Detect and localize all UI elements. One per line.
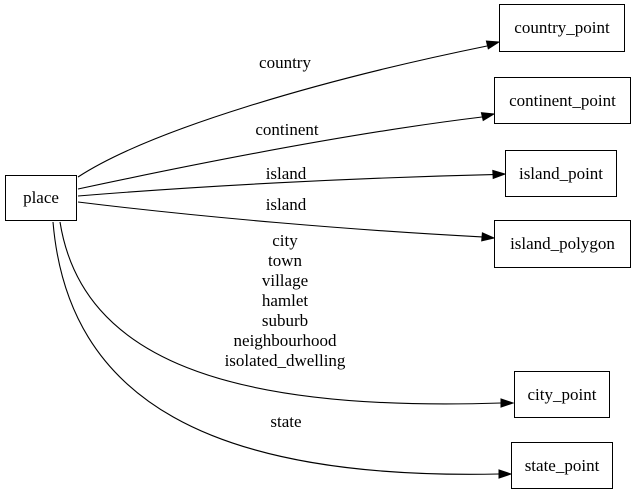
arrowhead-icon xyxy=(481,232,496,242)
node-state-point: state_point xyxy=(511,442,613,489)
node-country-point-label: country_point xyxy=(514,18,610,37)
node-country-point: country_point xyxy=(499,4,625,52)
arrowhead-icon xyxy=(485,40,501,50)
arrowhead-icon xyxy=(498,469,513,479)
edge-place-state_point xyxy=(52,221,513,479)
node-island-polygon-label: island_polygon xyxy=(510,234,615,253)
edge-place-country_point xyxy=(77,40,501,178)
edge-line xyxy=(52,221,500,475)
node-island-point-label: island_point xyxy=(518,163,604,183)
edge-line xyxy=(77,201,483,238)
edge-label-island-polygon: island xyxy=(265,195,307,214)
node-island-point: island_point xyxy=(505,150,617,197)
node-city-point: city_point xyxy=(514,371,610,418)
arrowhead-icon xyxy=(480,112,496,122)
edge-label-continent: continent xyxy=(255,120,319,139)
edge-label-state: state xyxy=(270,412,302,431)
edge-place-city_point xyxy=(59,221,515,408)
node-state-point-label: state_point xyxy=(524,455,600,475)
node-city-point-label: city_point xyxy=(527,384,597,404)
edge-place-continent_point xyxy=(77,112,496,190)
edge-place-island_polygon xyxy=(77,201,496,242)
edge-line xyxy=(77,116,483,190)
node-island-polygon: island_polygon xyxy=(494,220,631,268)
edge-line xyxy=(77,174,494,197)
edge-line xyxy=(77,45,488,178)
arrowhead-icon xyxy=(492,169,507,180)
node-place-label: place xyxy=(23,188,59,207)
edge-label-island-point: island xyxy=(265,164,307,183)
edge-label-country: country xyxy=(259,53,311,72)
edge-line xyxy=(59,221,502,405)
node-continent-point-label: continent_point xyxy=(509,90,616,110)
node-continent-point: continent_point xyxy=(494,77,631,124)
node-place: place xyxy=(5,175,77,221)
arrowhead-icon xyxy=(500,398,515,408)
edge-label-city-cluster: city town village hamlet suburb neighbou… xyxy=(224,231,346,370)
edge-place-island_point xyxy=(77,169,507,197)
